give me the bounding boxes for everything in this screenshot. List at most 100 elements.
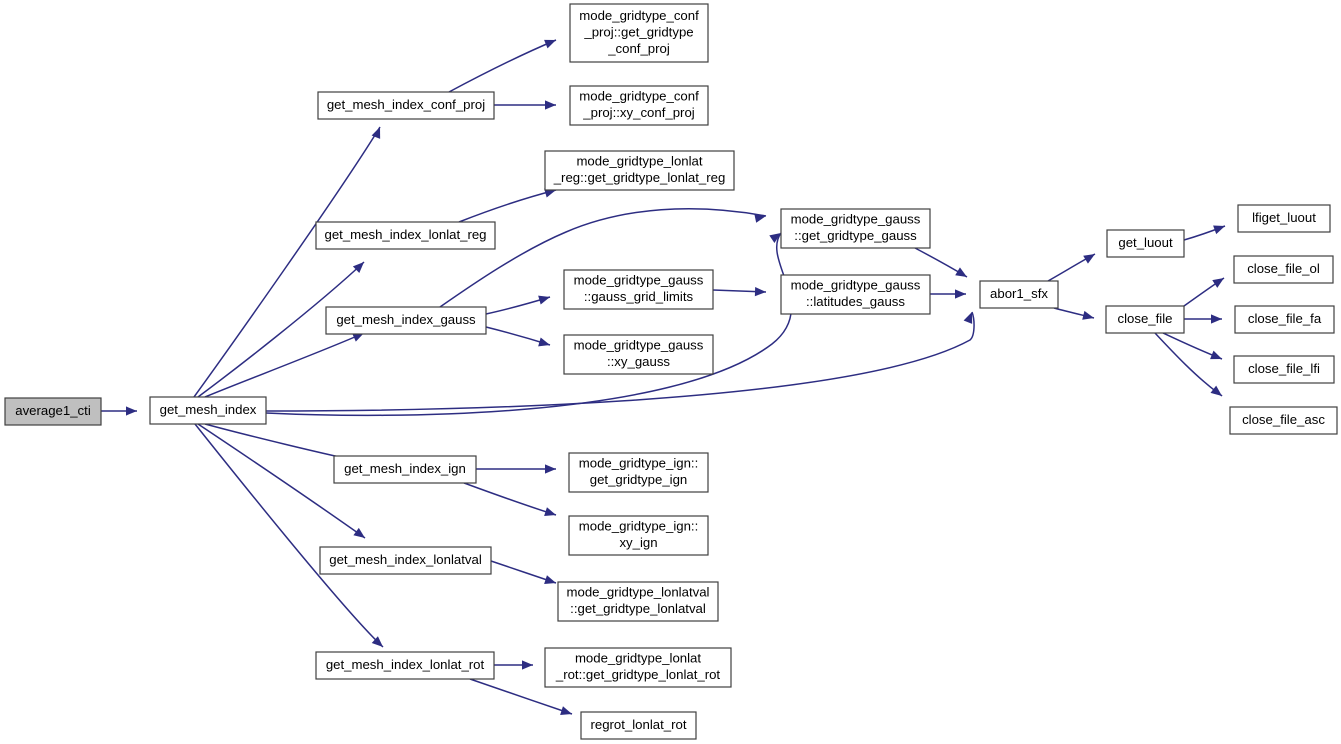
graph-node-mode_gridtype_gauss_get[interactable]: mode_gridtype_gauss::get_gridtype_gauss	[780, 208, 931, 249]
arrowhead-icon	[1082, 310, 1094, 320]
node-box[interactable]	[1233, 355, 1335, 384]
node-label: get_mesh_index_gauss	[336, 312, 476, 327]
node-label: _proj::xy_conf_proj	[582, 105, 694, 120]
node-label: mode_gridtype_conf	[579, 89, 699, 104]
node-box[interactable]	[568, 452, 709, 493]
node-box[interactable]	[319, 546, 492, 575]
node-box[interactable]	[317, 91, 495, 120]
call-edge	[193, 126, 381, 398]
node-box[interactable]	[315, 651, 495, 680]
call-edge	[469, 678, 573, 715]
node-label: xy_ign	[619, 535, 657, 550]
node-box[interactable]	[544, 150, 735, 191]
graph-node-mode_gridtype_ign_xy[interactable]: mode_gridtype_ign::xy_ign	[568, 515, 709, 556]
node-label: mode_gridtype_gauss	[574, 273, 704, 288]
graph-node-abor1_sfx[interactable]: abor1_sfx	[979, 280, 1059, 309]
arrowhead-icon	[955, 267, 967, 277]
node-label: get_gridtype_ign	[590, 472, 688, 487]
graph-node-mode_gridtype_conf_proj_xy[interactable]: mode_gridtype_conf_proj::xy_conf_proj	[569, 85, 709, 126]
graph-node-get_mesh_index_conf_proj[interactable]: get_mesh_index_conf_proj	[317, 91, 495, 120]
graph-node-close_file_lfi[interactable]: close_file_lfi	[1233, 355, 1335, 384]
node-label: close_file_asc	[1242, 412, 1325, 427]
graph-node-mode_gridtype_lonlat_reg_get[interactable]: mode_gridtype_lonlat_reg::get_gridtype_l…	[544, 150, 735, 191]
node-label: mode_gridtype_gauss	[791, 278, 921, 293]
graph-node-mode_gridtype_ign_get[interactable]: mode_gridtype_ign::get_gridtype_ign	[568, 452, 709, 493]
node-box[interactable]	[569, 3, 709, 63]
graph-node-get_mesh_index[interactable]: get_mesh_index	[149, 396, 267, 425]
graph-node-get_mesh_index_lonlat_reg[interactable]: get_mesh_index_lonlat_reg	[315, 221, 496, 250]
node-label: average1_cti	[15, 403, 91, 418]
graph-node-lfiget_luout[interactable]: lfiget_luout	[1237, 204, 1331, 233]
graph-node-mode_gridtype_gauss_xy[interactable]: mode_gridtype_gauss::xy_gauss	[563, 334, 714, 375]
graph-node-mode_gridtype_lonlat_rot_get[interactable]: mode_gridtype_lonlat_rot::get_gridtype_l…	[544, 647, 732, 688]
arrowhead-icon	[544, 39, 556, 49]
node-box[interactable]	[325, 306, 487, 335]
node-label: close_file	[1118, 311, 1173, 326]
node-box[interactable]	[557, 581, 719, 622]
graph-node-close_file_fa[interactable]: close_file_fa	[1234, 305, 1335, 334]
call-edge	[463, 482, 557, 516]
node-label: close_file_lfi	[1248, 361, 1320, 376]
call-edge	[439, 208, 767, 308]
graph-node-mode_gridtype_conf_proj_get[interactable]: mode_gridtype_conf_proj::get_gridtype_co…	[569, 3, 709, 63]
node-box[interactable]	[563, 334, 714, 375]
node-label: get_mesh_index_conf_proj	[327, 97, 485, 112]
node-label: lfiget_luout	[1252, 210, 1316, 225]
graph-node-mode_gridtype_gauss_latitudes[interactable]: mode_gridtype_gauss::latitudes_gauss	[780, 274, 931, 315]
node-label: ::get_gridtype_lonlatval	[570, 601, 706, 616]
node-box[interactable]	[569, 85, 709, 126]
graph-node-get_mesh_index_lonlatval[interactable]: get_mesh_index_lonlatval	[319, 546, 492, 575]
call-edge	[448, 39, 557, 93]
node-label: mode_gridtype_ign::	[579, 456, 699, 471]
node-box[interactable]	[1106, 229, 1185, 258]
arrowhead-icon	[371, 636, 383, 647]
node-box[interactable]	[979, 280, 1059, 309]
node-box[interactable]	[1229, 406, 1338, 435]
node-box[interactable]	[315, 221, 496, 250]
arrowhead-icon	[544, 188, 556, 198]
arrowhead-icon	[353, 527, 365, 538]
node-label: mode_gridtype_lonlat	[576, 154, 702, 169]
node-box[interactable]	[780, 208, 931, 249]
node-label: mode_gridtype_ign::	[579, 519, 699, 534]
node-box[interactable]	[580, 711, 697, 740]
graph-node-get_mesh_index_lonlat_rot[interactable]: get_mesh_index_lonlat_rot	[315, 651, 495, 680]
node-box[interactable]	[1237, 204, 1331, 233]
node-label: _reg::get_gridtype_lonlat_reg	[553, 170, 726, 185]
node-label: abor1_sfx	[990, 286, 1048, 301]
arrowhead-icon	[963, 312, 973, 324]
node-label: mode_gridtype_conf	[579, 8, 699, 23]
graph-node-mode_gridtype_gauss_grid_limits[interactable]: mode_gridtype_gauss::gauss_grid_limits	[563, 269, 714, 310]
node-label: regrot_lonlat_rot	[590, 717, 686, 732]
node-box[interactable]	[1234, 305, 1335, 334]
graph-node-get_luout[interactable]: get_luout	[1106, 229, 1185, 258]
call-edge	[197, 261, 365, 398]
node-box[interactable]	[544, 647, 732, 688]
node-box[interactable]	[1105, 305, 1185, 334]
node-label: mode_gridtype_gauss	[574, 338, 704, 353]
graph-node-close_file[interactable]: close_file	[1105, 305, 1185, 334]
arrowhead-icon	[1212, 278, 1224, 288]
arrowhead-icon	[754, 213, 766, 223]
node-box[interactable]	[780, 274, 931, 315]
graph-node-close_file_ol[interactable]: close_file_ol	[1233, 255, 1334, 284]
node-box[interactable]	[4, 397, 102, 426]
arrowhead-icon	[769, 233, 781, 243]
graph-node-close_file_asc[interactable]: close_file_asc	[1229, 406, 1338, 435]
graph-node-get_mesh_index_gauss[interactable]: get_mesh_index_gauss	[325, 306, 487, 335]
node-box[interactable]	[149, 396, 267, 425]
node-box[interactable]	[563, 269, 714, 310]
graph-node-mode_gridtype_lonlatval_get[interactable]: mode_gridtype_lonlatval::get_gridtype_lo…	[557, 581, 719, 622]
graph-node-regrot_lonlat_rot[interactable]: regrot_lonlat_rot	[580, 711, 697, 740]
node-label: get_mesh_index_lonlatval	[329, 552, 482, 567]
arrowhead-icon	[522, 660, 533, 670]
node-label: get_mesh_index_ign	[344, 461, 466, 476]
node-box[interactable]	[568, 515, 709, 556]
graph-node-get_mesh_index_ign[interactable]: get_mesh_index_ign	[333, 455, 477, 484]
arrowhead-icon	[352, 262, 364, 273]
graph-node-average1_cti[interactable]: average1_cti	[4, 397, 102, 426]
node-box[interactable]	[1233, 255, 1334, 284]
node-box[interactable]	[333, 455, 477, 484]
node-label: ::get_gridtype_gauss	[794, 228, 917, 243]
